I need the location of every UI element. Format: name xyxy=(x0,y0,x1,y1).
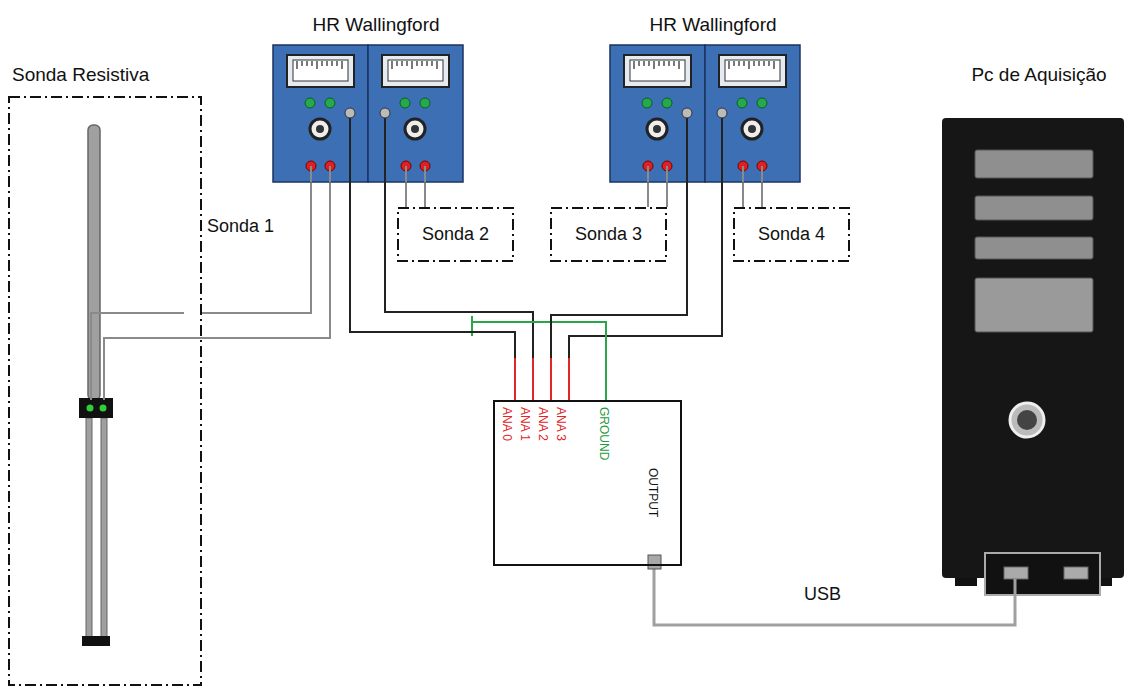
knobs xyxy=(345,108,727,118)
dashed-outline-rect xyxy=(9,97,201,685)
dashed-outline-rect xyxy=(551,208,666,261)
pin-label: ANA 3 xyxy=(555,407,567,441)
hr-unit-panels xyxy=(273,45,800,182)
line-art xyxy=(380,108,390,118)
probe-box: Sonda 2 xyxy=(397,207,514,262)
line-art xyxy=(975,196,1093,220)
line-art xyxy=(705,45,800,182)
port-label: OUTPUT xyxy=(647,468,659,517)
line-art xyxy=(101,418,107,640)
line-art xyxy=(368,45,463,182)
line-art xyxy=(349,113,351,183)
probe-box: Sonda 3 xyxy=(550,207,667,262)
line-art xyxy=(975,150,1093,178)
pin-label: ANA 0 xyxy=(501,407,513,441)
heading-label: HR Wallingford xyxy=(610,10,816,36)
line-art xyxy=(569,113,722,400)
dashed-outline xyxy=(8,96,202,686)
line-art xyxy=(686,113,688,183)
line-art xyxy=(985,553,1100,595)
wires xyxy=(91,113,762,400)
acquisition-board: ANA 0 ANA 1 ANA 2 ANA 3 GROUND OUTPUT xyxy=(493,400,682,566)
line-art xyxy=(1014,579,1017,605)
wire-connector xyxy=(405,183,407,207)
hr-wallingford-unit: HR Wallingford xyxy=(610,10,816,183)
probe-box: Sonda 4 xyxy=(733,207,850,262)
line-art xyxy=(1010,403,1044,437)
pin-label: ANA 1 xyxy=(519,407,531,441)
wire-connector xyxy=(742,183,744,207)
line-art xyxy=(86,418,92,640)
line-art xyxy=(761,183,763,207)
pc-tower xyxy=(942,118,1124,595)
line-art xyxy=(975,278,1093,332)
line-art xyxy=(1017,410,1037,430)
probe-region: Sonda Resistiva xyxy=(8,60,202,686)
heading-label: Sonda Resistiva xyxy=(8,60,202,86)
heading-label: Pc de Aquisição xyxy=(935,60,1129,86)
line-art xyxy=(385,113,533,400)
wire-label: Sonda 1 xyxy=(205,216,276,237)
line-art xyxy=(942,118,1124,578)
pin-wires xyxy=(515,358,1015,605)
line-art xyxy=(515,358,569,400)
probe-symbol xyxy=(79,125,113,646)
box-label: Sonda 2 xyxy=(422,224,489,245)
line-art xyxy=(345,108,355,118)
wire-connector xyxy=(202,183,311,313)
line-art xyxy=(975,237,1093,259)
wire-connector xyxy=(551,183,687,400)
hr-wallingford-unit: HR Wallingford xyxy=(273,10,479,183)
output-port xyxy=(648,555,661,569)
line-art xyxy=(100,405,107,412)
pin-label: GROUND xyxy=(598,407,610,460)
acquisition-pc: Pc de Aquisição xyxy=(935,60,1129,605)
line-art xyxy=(79,398,113,418)
wire-label: USB xyxy=(802,584,843,605)
dashed-outline-rect xyxy=(398,208,513,261)
box-label: Sonda 4 xyxy=(758,224,825,245)
line-art xyxy=(1064,567,1088,579)
dashed-outline-rect xyxy=(734,208,849,261)
line-art xyxy=(87,405,94,412)
line-art xyxy=(1004,567,1028,579)
wire-connector xyxy=(654,566,1015,625)
line-art xyxy=(424,183,426,207)
heading-label: HR Wallingford xyxy=(273,10,479,36)
pin-label: ANA 2 xyxy=(537,407,549,441)
wire-connector xyxy=(350,183,515,400)
wire-connector xyxy=(647,183,649,207)
line-art xyxy=(717,108,727,118)
line-art xyxy=(682,108,692,118)
line-art xyxy=(610,45,705,182)
line-art xyxy=(273,45,368,182)
line-art xyxy=(104,183,330,400)
line-art xyxy=(666,183,668,207)
line-art xyxy=(82,636,110,646)
box-label: Sonda 3 xyxy=(575,224,642,245)
line-art xyxy=(88,125,100,400)
line-art xyxy=(472,316,606,400)
